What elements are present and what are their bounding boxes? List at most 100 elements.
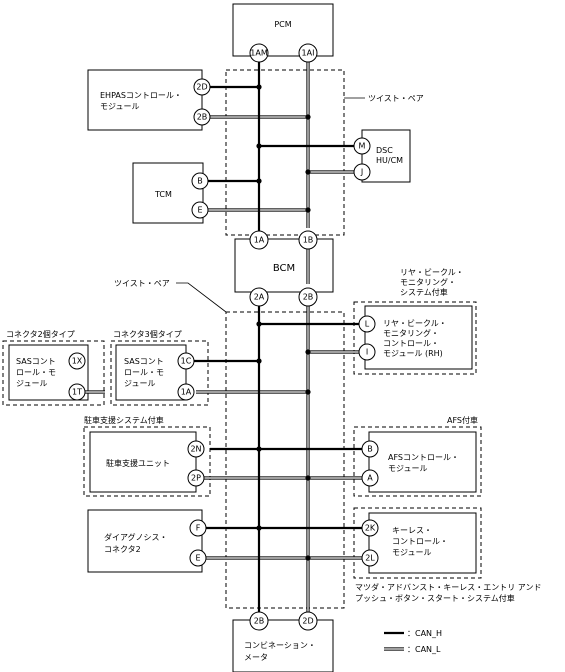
pcm-label: PCM <box>274 20 291 29</box>
junction-dots <box>256 84 311 561</box>
rvm-group-label: リヤ・ビークル・ モニタリング・ システム付車 <box>400 268 466 297</box>
svg-text:F: F <box>196 524 201 533</box>
svg-text:2K: 2K <box>365 524 376 533</box>
sas3-pin-1a: 1A <box>177 383 195 401</box>
diag-box <box>87 509 203 573</box>
rvm-group-frame <box>353 301 477 375</box>
parking-box <box>89 431 197 493</box>
ehpas-pin-2d: 2D <box>193 78 211 96</box>
bcm-pin-1a: 1A <box>249 230 269 250</box>
svg-text:1AM: 1AM <box>250 49 268 58</box>
afs-box <box>368 431 477 493</box>
tcm-box <box>132 162 204 224</box>
combi-pin-2d: 2D <box>298 611 318 631</box>
twisted-pair-mid-leader <box>176 282 227 313</box>
dsc-pin-m: M <box>353 137 371 155</box>
svg-text:1X: 1X <box>72 357 83 366</box>
svg-text:2A: 2A <box>254 293 265 302</box>
parking-pin-2p: 2P <box>187 469 205 487</box>
svg-text:2B: 2B <box>254 617 265 626</box>
svg-text:1A: 1A <box>254 236 265 245</box>
svg-text:J: J <box>360 168 363 177</box>
diag-label: ダイアグノシス・ コネクタ2 <box>104 532 170 554</box>
bcm-pin-1b: 1B <box>298 230 318 250</box>
rvm-box <box>364 305 473 370</box>
tcm-label: TCM <box>154 190 172 199</box>
svg-text:1C: 1C <box>181 357 192 366</box>
pcm-pin-1am: 1AM <box>249 43 269 63</box>
diag-pin-f: F <box>189 519 207 537</box>
tcm-pin-b: B <box>191 172 209 190</box>
svg-text:E: E <box>197 206 202 215</box>
svg-text:2D: 2D <box>196 83 207 92</box>
dsc-label: DSC HU/CM <box>376 146 403 165</box>
keyless-pin-2l: 2L <box>361 549 379 567</box>
sas3-box <box>115 344 187 401</box>
bcm-label: BCM <box>273 263 295 274</box>
parking-label: 駐車支援ユニット <box>106 458 170 468</box>
sas3-group-frame <box>110 340 209 406</box>
rvm-pin-l: L <box>358 315 376 333</box>
svg-text:B: B <box>197 177 203 186</box>
svg-text:2B: 2B <box>303 293 314 302</box>
ehpas-pin-2b: 2B <box>193 108 211 126</box>
rvm-pin-i: I <box>358 343 376 361</box>
svg-text:B: B <box>367 445 373 454</box>
keyless-label: キーレス・ コントロール・ モジュール <box>392 526 451 557</box>
svg-text:I: I <box>366 348 368 357</box>
sas2-label: SASコント ロール・モ ジュール <box>16 357 59 388</box>
svg-text:E: E <box>195 554 200 563</box>
parking-group-label: 駐車支援システム付車 <box>84 415 164 425</box>
sas2-pin-1t: 1T <box>68 383 86 401</box>
twisted-pair-region-bottom <box>225 311 345 609</box>
svg-text:2B: 2B <box>197 113 208 122</box>
dsc-pin-j: J <box>353 163 371 181</box>
ehpas-box <box>87 69 203 131</box>
afs-pin-b: B <box>361 440 379 458</box>
keyless-group-frame <box>353 507 482 579</box>
keyless-group-label: マツダ・アドバンスト・キーレス・エントリ アンド プッシュ・ボタン・スタート・シ… <box>355 582 544 603</box>
parking-group-frame <box>83 426 211 497</box>
svg-text:2D: 2D <box>302 617 313 626</box>
twisted-pair-mid-label: ツイスト・ペア <box>114 279 170 288</box>
afs-group-label: AFS付車 <box>447 415 478 425</box>
ehpas-label: EHPASコントロール・ モジュール <box>100 91 184 111</box>
sas3-group-label: コネクタ3個タイプ <box>113 329 182 339</box>
svg-text:M: M <box>359 142 366 151</box>
sas3-label: SASコント ロール・モ ジュール <box>124 357 167 388</box>
legend: ：CAN_H ：CAN_L <box>384 629 442 654</box>
svg-text:2N: 2N <box>190 445 201 454</box>
diag-pin-e: E <box>189 549 207 567</box>
svg-text:1AI: 1AI <box>302 49 315 58</box>
bcm-box <box>234 238 334 293</box>
can-h-wiring <box>194 54 363 614</box>
twisted-pair-top-label: ツイスト・ペア <box>368 94 424 103</box>
afs-group-frame <box>353 426 482 497</box>
tcm-pin-e: E <box>191 201 209 219</box>
svg-text:1T: 1T <box>72 388 82 397</box>
bcm-pin-2b: 2B <box>298 287 318 307</box>
combi-label: コンビネーション・ メータ <box>244 641 318 662</box>
legend-can-h-label: ：CAN_H <box>407 629 442 638</box>
combi-box <box>232 619 334 672</box>
svg-text:A: A <box>367 474 373 483</box>
afs-pin-a: A <box>361 469 379 487</box>
svg-text:1A: 1A <box>181 388 192 397</box>
twisted-pair-region-top <box>225 69 345 236</box>
rvm-label: リヤ・ビークル・ モニタリング・ コントロール・ モジュール (RH) <box>383 319 449 358</box>
sas2-pin-1x: 1X <box>68 352 86 370</box>
svg-text:L: L <box>365 320 370 329</box>
keyless-box <box>368 512 477 574</box>
afs-label: AFSコントロール・ モジュール <box>388 453 462 473</box>
sas2-group-frame <box>2 340 105 406</box>
keyless-pin-2k: 2K <box>361 519 379 537</box>
combi-pin-2b: 2B <box>249 611 269 631</box>
parking-pin-2n: 2N <box>187 440 205 458</box>
sas2-group-label: コネクタ2個タイプ <box>6 329 75 339</box>
svg-text:2P: 2P <box>191 474 201 483</box>
svg-text:2L: 2L <box>365 554 375 563</box>
legend-can-l-label: ：CAN_L <box>407 645 441 654</box>
pcm-pin-1ai: 1AI <box>298 43 318 63</box>
svg-text:1B: 1B <box>303 236 314 245</box>
